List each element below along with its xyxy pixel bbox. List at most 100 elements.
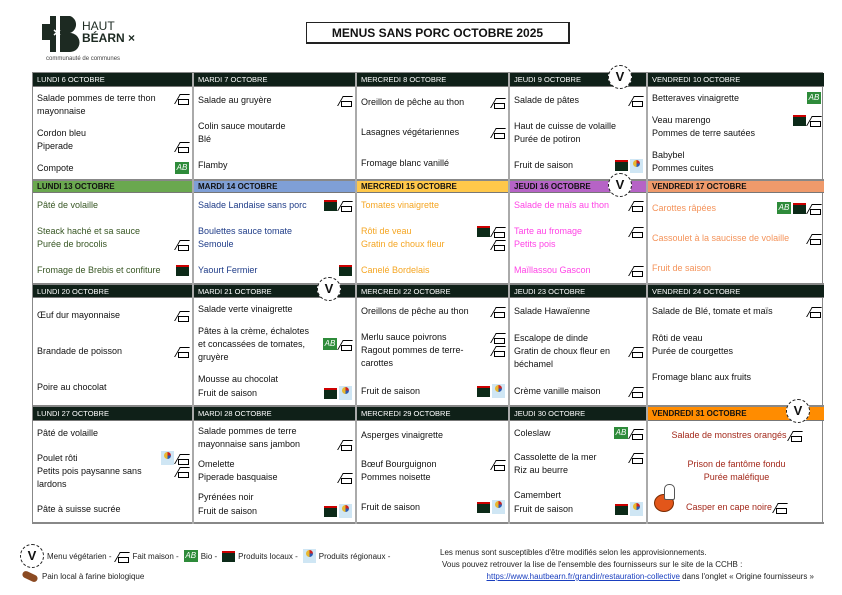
menu-line: Salade de monstres orangés [652,429,821,443]
menu-item-text: Salade pommes de terre [198,425,297,436]
menu-item-text: Fromage blanc aux fruits [652,372,752,383]
menu-line: Piperade basquaise [198,471,352,484]
menu-course: Pâté de volaille [37,199,189,212]
house-icon [492,306,505,318]
menu-line: Fruit de saison [652,262,821,275]
menu-line: Yaourt Fermier [198,264,352,277]
menu-line: mayonnaise [37,105,189,118]
menu-line: Ragout pommes de terre- [361,344,505,358]
house-icon [339,439,352,451]
local-product-icon [339,264,352,276]
house-icon [630,95,643,107]
menu-course: Salade de pâtes [514,94,643,107]
house-icon [339,200,352,213]
note-line3: dans l'onglet « Origine fournisseurs » [679,572,814,581]
day-header: LUNDI 6 OCTOBRE [33,73,192,87]
menu-item-text: Petits pois paysanne sans [37,466,142,477]
menu-line: Piperade [37,140,189,153]
menu-course: Fromage blanc aux fruits [652,371,821,384]
menu-item-text: Fruit de saison [361,385,421,396]
menu-item-text: Tarte au fromage [514,225,583,236]
menu-item-text: Purée maléfique [703,472,770,483]
logo-line1: HAUT [82,19,115,33]
house-icon [176,141,189,153]
local-product-icon [477,501,490,513]
menu-course: Fruit de saison [361,384,505,399]
menu-item-text: Omelette [198,458,235,469]
day-header: VENDREDI 24 OCTOBRE [648,285,824,298]
menu-line: Pâtes à la crème, échalotes [198,325,352,338]
menu-line: Maïllassou Gascon [514,264,643,277]
regional-product-icon [339,504,352,519]
menu-item-text: Poulet rôti [37,452,78,463]
menu-line: Lasagnes végétariennes [361,126,505,140]
house-icon [492,239,505,251]
menu-course: Maïllassou Gascon [514,264,643,277]
legend-local: Produits locaux - [238,551,298,561]
legend-bio: Bio - [200,551,218,561]
legend-bread-label: Pain local à farine biologique [42,572,145,581]
house-icon [630,386,643,398]
suppliers-link[interactable]: https://www.hautbearn.fr/grandir/restaur… [486,572,680,581]
note-line2: Vous pouvez retrouver la lise de l'ensem… [442,560,743,569]
local-product-icon [324,505,337,517]
menu-line: Steack haché et sa sauce [37,225,189,238]
menu-course: Tomates vinaigrette [361,199,505,212]
menu-item-text: Blé [198,133,212,144]
menu-item-text: Salade au gruyère [198,94,272,105]
vegetarian-icon: V [20,544,44,568]
menu-line: Salade de pâtes [514,94,643,107]
menu-item-text: Boulettes sauce tomate [198,225,293,236]
menu-line: Fruit de saison [514,158,643,173]
menu-line: Fruit de saison [198,386,352,401]
menu-item-text: Rôti de veau [361,225,412,236]
menu-item-text: Cassoulet à la saucisse de volaille [652,232,790,243]
menu-line: Salade Hawaïenne [514,305,643,318]
menu-item-text: Salade Landaise sans porc [198,200,307,211]
house-icon [339,472,352,484]
menu-item-text: Fromage de Brebis et confiture [37,264,161,275]
menu-item-text: Mousse au chocolat [198,374,279,385]
menu-line: Prison de fantôme fondu [652,458,821,471]
menu-course: Salade Landaise sans porc [198,199,352,213]
legend: V Menu végétarien - Fait maison - AB Bio… [20,544,390,568]
menu-line: Fromage de Brebis et confiture [37,264,189,277]
menu-item-text: Gratin de choux fleur [361,238,445,249]
menu-item-text: Salade verte vinaigrette [198,303,293,314]
menu-line: Pommes noisette [361,471,505,484]
menu-line: Purée de courgettes [652,345,821,358]
menu-line: Fromage blanc vanillé [361,157,505,170]
menu-item-text: Cordon bleu [37,127,87,138]
menu-item-text: Colin sauce moutarde [198,120,286,131]
menu-line: Pyrénées noir [198,491,352,504]
menu-course: Poire au chocolat [37,381,189,394]
notes: Les menus sont susceptibles d'être modif… [440,547,830,583]
menu-line: Pâte à suisse sucrée [37,503,189,516]
menu-line: Tomates vinaigrette [361,199,505,212]
menu-item-text: Escalope de dinde [514,333,589,343]
menu-line: Escalope de dinde [514,332,643,345]
menu-item-text: Salade Hawaïenne [514,306,591,316]
